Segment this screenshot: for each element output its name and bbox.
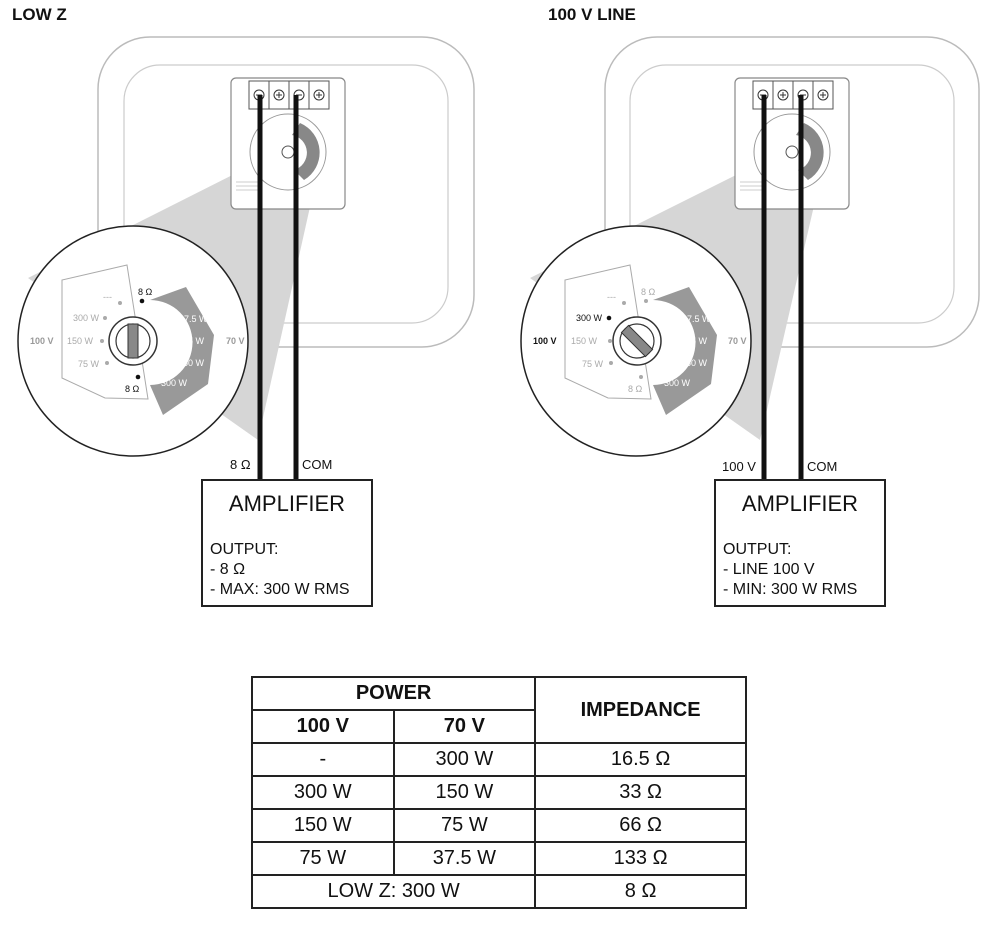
cell-impedance: 16.5 Ω	[534, 742, 747, 777]
cell-100v: -	[251, 742, 395, 777]
dial-300w-right: 300 W	[161, 378, 188, 388]
table-row: 150 W 75 W 66 Ω	[251, 808, 747, 843]
dial-70v-label: 70 V	[226, 336, 245, 346]
cell-low-z-label: LOW Z: 300 W	[250, 874, 537, 909]
dial2-8ohm-bottom: 8 Ω	[628, 384, 643, 394]
amplifier-output-line: - LINE 100 V	[723, 561, 815, 578]
wire-label-8ohm: 8 Ω	[230, 457, 251, 472]
diagram-title-low-z: LOW Z	[12, 5, 67, 24]
cell-70v: 75 W	[392, 808, 537, 843]
amplifier-output-impedance: - 8 Ω	[210, 561, 246, 578]
dial-70v-sector-2	[653, 287, 717, 415]
wire-label-com-2: COM	[807, 459, 838, 474]
dial2-70v-label: 70 V	[728, 336, 747, 346]
speaker-inner-outline	[123, 64, 449, 324]
col-100v-header: 100 V	[251, 709, 395, 744]
dial-8ohm-top: 8 Ω	[138, 287, 153, 297]
cell-70v: 37.5 W	[392, 841, 537, 876]
power-header: POWER	[250, 676, 537, 711]
dial2-300w-selected: 300 W	[576, 313, 603, 323]
dial-8ohm-bottom: 8 Ω	[125, 384, 140, 394]
dial2-300w-right: 300 W	[664, 378, 691, 388]
dial2-dash: ---	[607, 292, 616, 302]
dial-37-5w: 37.5 W	[179, 314, 208, 324]
cell-impedance: 66 Ω	[534, 808, 747, 843]
amplifier-output-label-2: OUTPUT:	[723, 541, 792, 558]
cell-70v: 300 W	[392, 742, 537, 777]
dial-150w-right: 150 W	[178, 358, 205, 368]
dial2-150w-right: 150 W	[681, 358, 708, 368]
diagram-title-100v-line: 100 V LINE	[548, 5, 636, 24]
cell-70v: 150 W	[392, 775, 537, 810]
dial2-150w: 150 W	[571, 336, 598, 346]
low-z-wiring-diagram: 8 Ω --- 300 W 150 W 75 W 8 Ω 100 V 70 V …	[17, 36, 980, 480]
dial2-75w-right: 75 W	[686, 336, 708, 346]
dial2-37-5w: 37.5 W	[682, 314, 711, 324]
amplifier-title: AMPLIFIER	[228, 491, 346, 516]
amplifier-title-2: AMPLIFIER	[741, 491, 859, 516]
amplifier-output-label: OUTPUT:	[210, 541, 279, 558]
wire-label-100v: 100 V	[722, 459, 756, 474]
dial-75w-right: 75 W	[183, 336, 205, 346]
cell-low-z-impedance: 8 Ω	[534, 874, 747, 909]
table-row: 75 W 37.5 W 133 Ω	[251, 841, 747, 876]
dial-150w: 150 W	[67, 336, 94, 346]
col-70v-header: 70 V	[392, 709, 537, 744]
amplifier-box-100v: AMPLIFIER OUTPUT: - LINE 100 V - MIN: 30…	[714, 479, 886, 607]
speaker-outline	[97, 36, 475, 348]
power-impedance-table: POWER IMPEDANCE 100 V 70 V - 300 W 16.5 …	[250, 676, 747, 909]
cell-100v: 300 W	[251, 775, 395, 810]
dial2-100v-label: 100 V	[533, 336, 557, 346]
dial-100v-label: 100 V	[30, 336, 54, 346]
speaker-outline-2	[604, 36, 980, 348]
amplifier-output-power-2: - MIN: 300 W RMS	[723, 581, 858, 598]
amplifier-output-power: - MAX: 300 W RMS	[210, 581, 350, 598]
dial-75w: 75 W	[78, 359, 100, 369]
dial2-8ohm-top: 8 Ω	[641, 287, 656, 297]
table-row: 300 W 150 W 33 Ω	[251, 775, 747, 810]
cell-100v: 150 W	[251, 808, 395, 843]
dial-70v-sector	[150, 287, 214, 415]
cell-impedance: 133 Ω	[534, 841, 747, 876]
impedance-header: IMPEDANCE	[534, 676, 747, 744]
dial-dash: ---	[103, 292, 112, 302]
speaker-inner-outline-2	[629, 64, 955, 324]
dial-300w: 300 W	[73, 313, 100, 323]
cell-impedance: 33 Ω	[534, 775, 747, 810]
table-row: - 300 W 16.5 Ω	[251, 742, 747, 777]
dial2-75w: 75 W	[582, 359, 604, 369]
amplifier-box-low-z: AMPLIFIER OUTPUT: - 8 Ω - MAX: 300 W RMS	[201, 479, 373, 607]
wire-label-com: COM	[302, 457, 333, 472]
table-row-low-z: LOW Z: 300 W 8 Ω	[250, 874, 747, 909]
cell-100v: 75 W	[251, 841, 395, 876]
